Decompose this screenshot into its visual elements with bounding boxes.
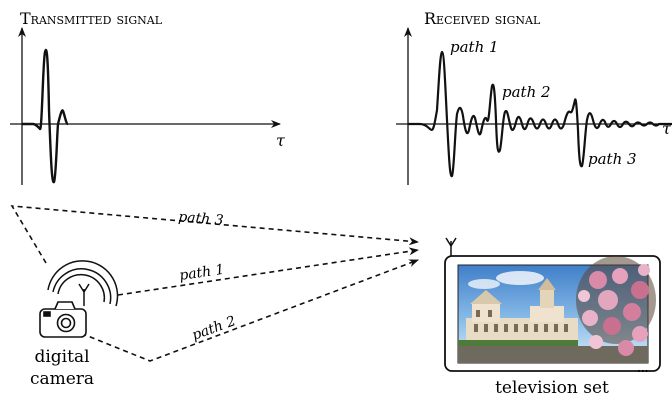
- path-2-label: path 2: [190, 313, 238, 344]
- tv-screen-tree: [576, 256, 656, 356]
- transmitted-pulse: [22, 49, 69, 184]
- transmitted-signal-plot: Transmitted signal τ: [10, 9, 286, 185]
- tv-label: television set: [495, 378, 609, 398]
- tv-screen: [457, 256, 656, 364]
- received-path-3-label: path 3: [588, 150, 637, 168]
- television-set: ... television set: [444, 237, 661, 398]
- tv-antenna-icon: [445, 237, 457, 256]
- received-path-2-label: path 2: [502, 83, 551, 101]
- transmitted-title: Transmitted signal: [20, 9, 163, 28]
- path-1-line: [117, 247, 419, 296]
- camera-label-line1: digital: [34, 347, 89, 367]
- camera-icon: [39, 301, 87, 338]
- received-signal-plot: Received signal τ path 1 path 2 path 3: [396, 9, 672, 185]
- path-3-line: [10, 205, 419, 264]
- camera-signal-waves-icon: [47, 260, 119, 307]
- received-path-1-label: path 1: [450, 38, 499, 56]
- received-title: Received signal: [424, 9, 541, 28]
- path-1-label: path 1: [178, 262, 225, 284]
- camera-label-line2: camera: [30, 369, 94, 389]
- path-3-label: path 3: [178, 209, 225, 229]
- transmitted-axis-label: τ: [276, 131, 286, 150]
- camera-antenna-icon: [78, 283, 90, 306]
- digital-camera: digital camera: [30, 260, 119, 389]
- path-2-line: [47, 259, 419, 362]
- tv-screen-dots: ...: [637, 362, 649, 375]
- received-waveform: [408, 50, 672, 178]
- received-axis-label: τ: [662, 119, 672, 138]
